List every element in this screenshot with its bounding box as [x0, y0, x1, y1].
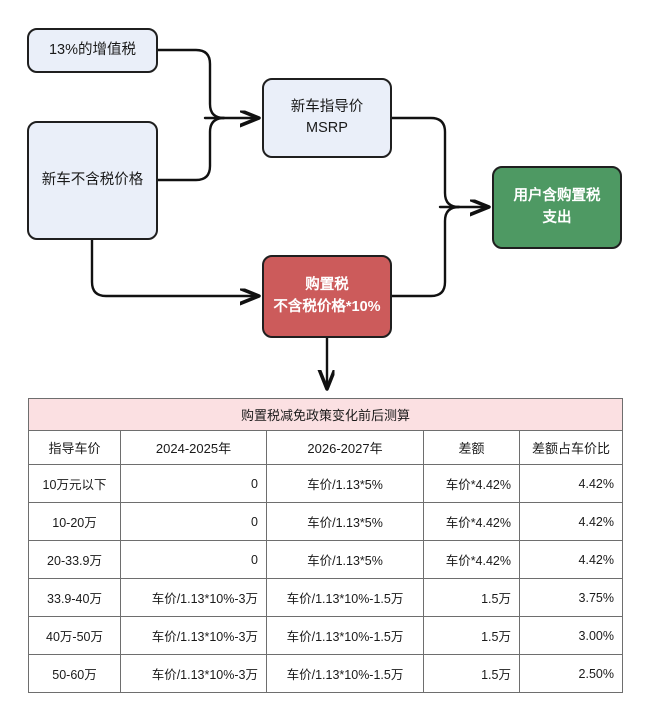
node-msrp-line1: 新车指导价 — [290, 98, 364, 115]
table-header-2024-2025: 2024-2025年 — [120, 430, 267, 465]
cell-diff-ratio: 4.42% — [519, 540, 623, 579]
cell-diff-ratio: 3.00% — [519, 616, 623, 655]
node-vat-label: 13%的增值税 — [49, 40, 136, 61]
node-purchase-tax-line1: 购置税 — [305, 277, 349, 294]
node-msrp[interactable]: 新车指导价 MSRP — [262, 78, 392, 158]
table-row: 33.9-40万 车价/1.13*10%-3万 车价/1.13*10%-1.5万… — [28, 578, 623, 617]
node-vat-line1: 13%的增值税 — [48, 41, 137, 58]
cell-diff-ratio: 4.42% — [519, 502, 623, 541]
cell-diff-ratio: 4.42% — [519, 464, 623, 503]
edge-msrp-to-output — [390, 116, 461, 209]
node-msrp-label: 新车指导价 MSRP — [291, 97, 364, 139]
cell-price: 10万元以下 — [28, 464, 121, 503]
node-net-price-line1: 新车不含税价格 — [41, 171, 144, 188]
cell-diff-ratio: 3.75% — [519, 578, 623, 617]
table-header-difference: 差额 — [423, 430, 520, 465]
table-header-2026-2027: 2026-2027年 — [266, 430, 424, 465]
table-row: 40万-50万 车价/1.13*10%-3万 车价/1.13*10%-1.5万 … — [28, 616, 623, 655]
table-title: 购置税减免政策变化前后测算 — [28, 398, 623, 431]
node-user-total-cost-line1: 用户含购置税 — [513, 188, 601, 205]
cell-2024-2025: 车价/1.13*10%-3万 — [120, 616, 267, 655]
table-row: 50-60万 车价/1.13*10%-3万 车价/1.13*10%-1.5万 1… — [28, 654, 623, 693]
cell-2026-2027: 车价/1.13*10%-1.5万 — [266, 654, 424, 693]
table-row: 10-20万 0 车价/1.13*5% 车价*4.42% 4.42% — [28, 502, 623, 541]
cell-price: 40万-50万 — [28, 616, 121, 655]
purchase-tax-policy-table: 购置税减免政策变化前后测算 指导车价 2024-2025年 2026-2027年… — [28, 398, 623, 693]
cell-2024-2025: 0 — [120, 464, 267, 503]
edge-netprice-to-purchase-tax — [90, 238, 258, 296]
cell-2026-2027: 车价/1.13*5% — [266, 464, 424, 503]
cell-difference: 1.5万 — [423, 578, 520, 617]
cell-difference: 车价*4.42% — [423, 502, 520, 541]
table-row: 10万元以下 0 车价/1.13*5% 车价*4.42% 4.42% — [28, 464, 623, 503]
node-user-total-cost[interactable]: 用户含购置税 支出 — [492, 166, 622, 249]
table-title-row: 购置税减免政策变化前后测算 — [28, 398, 623, 431]
cell-2024-2025: 车价/1.13*10%-3万 — [120, 654, 267, 693]
node-user-total-cost-label: 用户含购置税 支出 — [514, 186, 601, 228]
cell-2024-2025: 0 — [120, 502, 267, 541]
node-purchase-tax-label: 购置税 不含税价格*10% — [273, 275, 380, 317]
cell-difference: 1.5万 — [423, 654, 520, 693]
table-body: 10万元以下 0 车价/1.13*5% 车价*4.42% 4.42% 10-20… — [28, 464, 623, 693]
cell-price: 50-60万 — [28, 654, 121, 693]
table-header-row: 指导车价 2024-2025年 2026-2027年 差额 差额占车价比 — [28, 430, 623, 465]
edge-purchase-tax-to-output — [390, 205, 461, 298]
node-net-price[interactable]: 新车不含税价格 — [27, 121, 158, 240]
cell-price: 10-20万 — [28, 502, 121, 541]
cell-2024-2025: 0 — [120, 540, 267, 579]
cell-2026-2027: 车价/1.13*10%-1.5万 — [266, 616, 424, 655]
cell-2026-2027: 车价/1.13*5% — [266, 502, 424, 541]
node-user-total-cost-line2: 支出 — [542, 209, 572, 226]
node-net-price-label: 新车不含税价格 — [42, 170, 144, 191]
edge-netprice-to-msrp — [156, 116, 226, 182]
node-msrp-line2: MSRP — [306, 120, 348, 136]
cell-price: 20-33.9万 — [28, 540, 121, 579]
cell-price: 33.9-40万 — [28, 578, 121, 617]
flowchart-connectors — [90, 48, 650, 400]
node-purchase-tax-line2: 不含税价格*10% — [273, 298, 381, 315]
cell-difference: 车价*4.42% — [423, 540, 520, 579]
cell-2026-2027: 车价/1.13*10%-1.5万 — [266, 578, 424, 617]
table-header-diff-ratio: 差额占车价比 — [519, 430, 623, 465]
node-vat[interactable]: 13%的增值税 — [27, 28, 158, 73]
cell-2026-2027: 车价/1.13*5% — [266, 540, 424, 579]
table-row: 20-33.9万 0 车价/1.13*5% 车价*4.42% 4.42% — [28, 540, 623, 579]
cell-difference: 1.5万 — [423, 616, 520, 655]
edge-vat-to-msrp — [156, 48, 226, 120]
table-header-guide-price: 指导车价 — [28, 430, 121, 465]
cell-difference: 车价*4.42% — [423, 464, 520, 503]
cell-diff-ratio: 2.50% — [519, 654, 623, 693]
cell-2024-2025: 车价/1.13*10%-3万 — [120, 578, 267, 617]
node-purchase-tax[interactable]: 购置税 不含税价格*10% — [262, 255, 392, 338]
